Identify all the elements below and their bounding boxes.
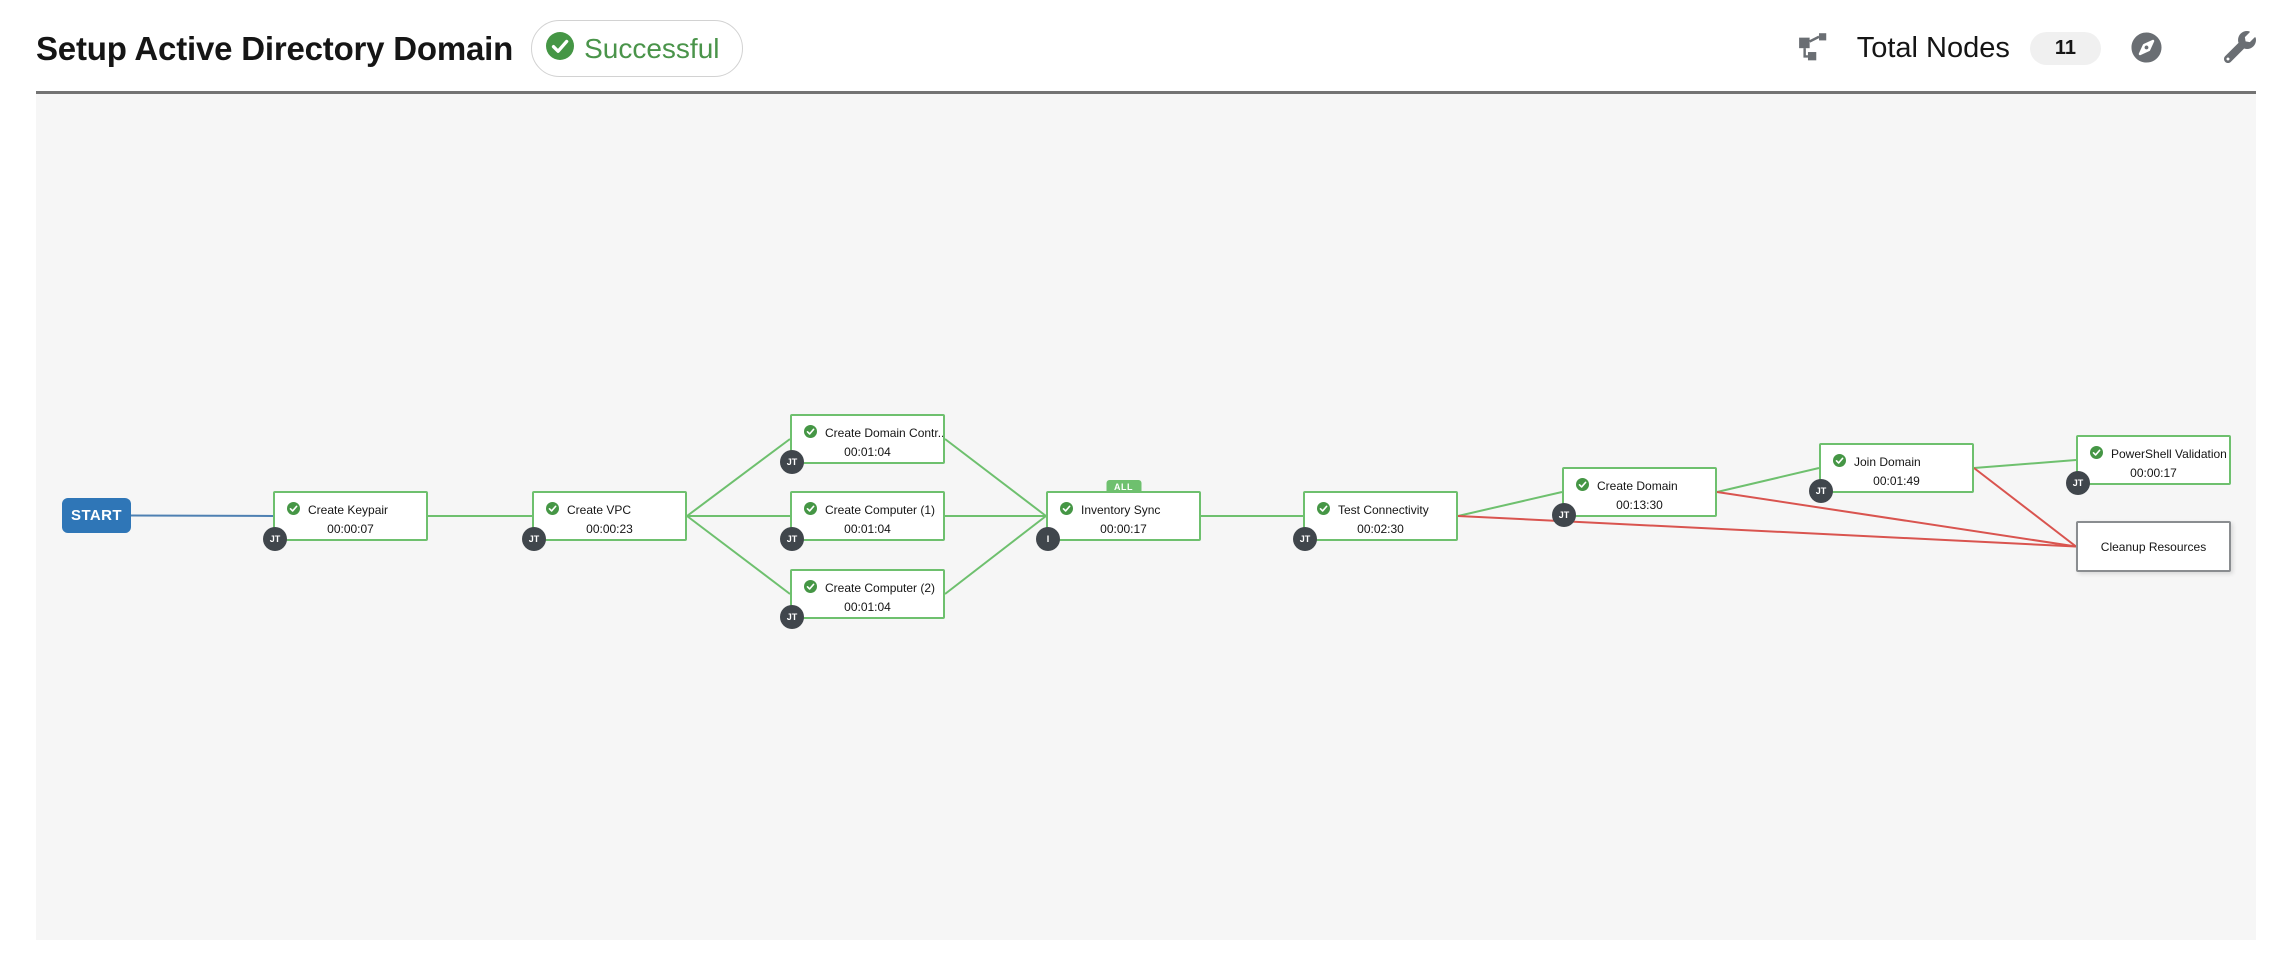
workflow-node-create-domain[interactable]: Create Domain 00:13:30 JT xyxy=(1552,467,1717,527)
workflow-edge-create-domain-controller-to-inventory-sync xyxy=(944,438,1047,517)
node-status-success-icon xyxy=(1317,502,1330,518)
node-label: Inventory Sync xyxy=(1081,503,1161,517)
node-status-success-icon xyxy=(804,425,817,441)
edge-conditions-badge: ALL xyxy=(1106,480,1141,493)
workflow-edge-create-domain-to-join-domain xyxy=(1716,467,1820,493)
workflow-node-powershell-validation[interactable]: PowerShell Validation 00:00:17 JT xyxy=(2066,435,2231,495)
node-label: PowerShell Validation xyxy=(2111,447,2227,461)
node-status-success-icon xyxy=(804,580,817,596)
workflow-node-cleanup-resources[interactable]: Cleanup Resources xyxy=(2076,521,2231,572)
workflow-edge-join-domain-to-powershell-validation xyxy=(1973,459,2077,469)
workflow-node-create-keypair[interactable]: Create Keypair 00:00:07 JT xyxy=(263,491,428,551)
node-status-success-icon xyxy=(1833,454,1846,470)
header: Setup Active Directory Domain Successful… xyxy=(0,0,2290,91)
workflow-edge-start-to-create-keypair xyxy=(130,514,274,517)
workflow-node-create-vpc[interactable]: Create VPC 00:00:23 JT xyxy=(522,491,687,551)
node-elapsed-time: 00:00:17 xyxy=(1100,522,1147,536)
node-type-badge: JT xyxy=(780,450,804,474)
node-type-badge: JT xyxy=(263,527,287,551)
node-label: Create Keypair xyxy=(308,503,389,517)
workflow-edge-create-vpc-to-create-domain-controller xyxy=(686,438,791,517)
node-type-badge: JT xyxy=(1293,527,1317,551)
workflow-node-create-computer-2[interactable]: Create Computer (2) 00:01:04 JT xyxy=(780,569,945,629)
node-elapsed-time: 00:01:04 xyxy=(844,522,891,536)
workflow-edge-create-vpc-to-create-computer-2 xyxy=(686,515,791,595)
node-label: Create Computer (1) xyxy=(825,503,936,517)
total-nodes-count: 11 xyxy=(2029,32,2101,65)
header-divider xyxy=(36,91,2256,94)
node-elapsed-time: 00:00:23 xyxy=(586,522,633,536)
node-label: Join Domain xyxy=(1854,455,1921,469)
node-status-success-icon xyxy=(546,502,559,518)
node-label: Create Computer (2) xyxy=(825,581,936,595)
workflow-node-start[interactable]: START xyxy=(62,498,131,533)
page-title: Setup Active Directory Domain xyxy=(36,29,514,67)
status-label: Successful xyxy=(584,32,720,64)
workflow-edge-layer xyxy=(130,438,2077,595)
node-elapsed-time: 00:01:04 xyxy=(844,600,891,614)
workflow-edge-join-domain-to-cleanup-resources xyxy=(1973,467,2077,548)
success-check-icon xyxy=(546,32,575,65)
workflow-node-create-computer-1[interactable]: Create Computer (1) 00:01:04 JT xyxy=(780,491,945,551)
node-status-success-icon xyxy=(287,502,300,518)
workflow-edge-test-connectivity-to-create-domain xyxy=(1457,491,1563,517)
status-badge: Successful xyxy=(531,20,743,77)
workflow-node-create-domain-controller[interactable]: Create Domain Contr... 00:01:04 JT xyxy=(780,414,945,474)
node-type-badge: I xyxy=(1036,527,1060,551)
node-elapsed-time: 00:13:30 xyxy=(1616,498,1663,512)
node-type-badge: JT xyxy=(1552,503,1576,527)
node-label: START xyxy=(71,507,122,524)
workflow-node-test-connectivity[interactable]: Test Connectivity 00:02:30 JT xyxy=(1293,491,1458,551)
node-elapsed-time: 00:01:49 xyxy=(1873,474,1920,488)
node-type-badge: JT xyxy=(1809,479,1833,503)
fit-to-screen-button[interactable] xyxy=(2131,31,2162,66)
node-status-success-icon xyxy=(1060,502,1073,518)
workflow-edge-create-computer-2-to-inventory-sync xyxy=(944,515,1047,595)
node-type-badge: JT xyxy=(2066,471,2090,495)
node-status-success-icon xyxy=(2090,446,2103,462)
node-label: Create Domain xyxy=(1597,479,1678,493)
node-label: Test Connectivity xyxy=(1338,503,1429,517)
workflow-settings-button[interactable] xyxy=(2223,31,2256,66)
workflow-node-inventory-sync[interactable]: Inventory Sync 00:00:17 I ALL xyxy=(1036,480,1201,551)
workflow-edge-test-connectivity-to-cleanup-resources xyxy=(1457,515,2077,548)
node-type-badge: JT xyxy=(780,605,804,629)
workflow-edge-create-domain-to-cleanup-resources xyxy=(1716,491,2077,548)
node-label: Create Domain Contr... xyxy=(825,426,943,440)
node-elapsed-time: 00:00:17 xyxy=(2130,466,2177,480)
node-elapsed-time: 00:01:04 xyxy=(844,445,891,459)
node-status-success-icon xyxy=(804,502,817,518)
topology-icon xyxy=(1798,31,1829,67)
node-type-badge: JT xyxy=(522,527,546,551)
node-elapsed-time: 00:00:07 xyxy=(327,522,374,536)
node-label: Create VPC xyxy=(567,503,632,517)
workflow-node-join-domain[interactable]: Join Domain 00:01:49 JT xyxy=(1809,443,1974,503)
total-nodes-label: Total Nodes xyxy=(1856,32,2010,64)
node-type-badge: JT xyxy=(780,527,804,551)
node-label: Cleanup Resources xyxy=(2100,539,2207,554)
node-status-success-icon xyxy=(1576,478,1589,494)
node-elapsed-time: 00:02:30 xyxy=(1357,522,1404,536)
wrench-icon xyxy=(2223,31,2256,66)
compass-icon xyxy=(2131,31,2162,66)
